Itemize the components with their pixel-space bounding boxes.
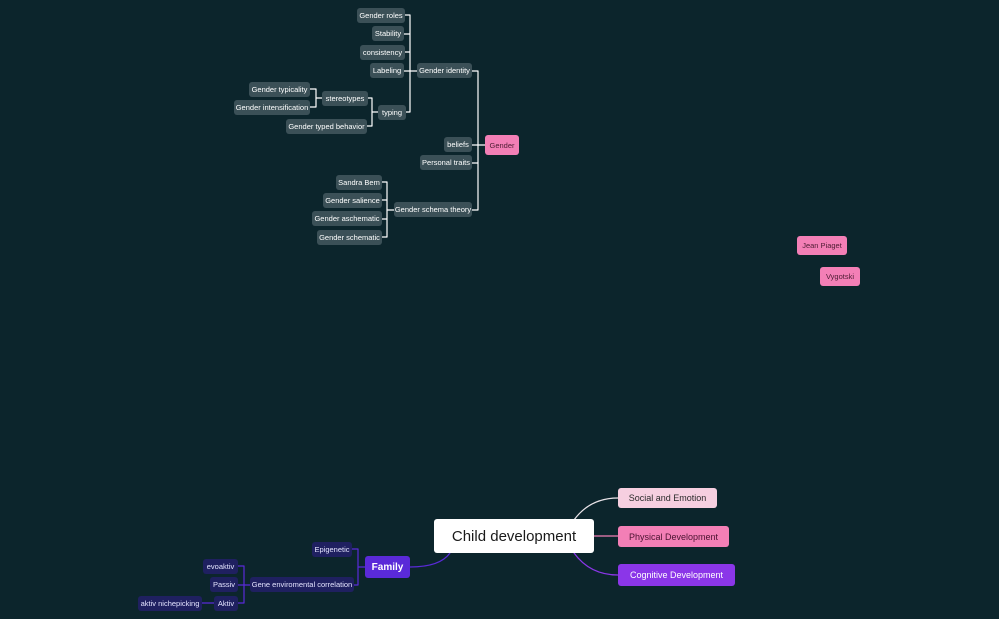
node-social-and-emotion[interactable]: Social and Emotion	[618, 488, 717, 508]
node-labeling[interactable]: Labeling	[370, 63, 404, 78]
node-gender-schematic[interactable]: Gender schematic	[317, 230, 382, 245]
node-gender-typed-behavior[interactable]: Gender typed behavior	[286, 119, 367, 134]
node-aktiv-nichepicking[interactable]: aktiv nichepicking	[138, 596, 202, 611]
node-typing[interactable]: typing	[378, 105, 406, 120]
node-aktiv[interactable]: Aktiv	[214, 596, 238, 611]
node-stereotypes[interactable]: stereotypes	[322, 91, 368, 106]
link-root-social	[573, 497, 619, 521]
node-gender-roles[interactable]: Gender roles	[357, 8, 405, 23]
node-physical-development[interactable]: Physical Development	[618, 526, 729, 547]
link-stereotypes-children	[309, 88, 323, 108]
node-jean-piaget[interactable]: Jean Piaget	[797, 236, 847, 255]
link-geneenv-children	[237, 565, 251, 604]
node-beliefs[interactable]: beliefs	[444, 137, 472, 152]
node-epigenetic[interactable]: Epigenetic	[312, 542, 352, 557]
node-child-development-root[interactable]: Child development	[434, 519, 594, 553]
node-family[interactable]: Family	[365, 556, 410, 578]
node-stability[interactable]: Stability	[372, 26, 404, 41]
node-sandra-bem[interactable]: Sandra Bem	[336, 175, 382, 190]
node-cognitive-development[interactable]: Cognitive Development	[618, 564, 735, 586]
node-gender-schema-theory[interactable]: Gender schema theory	[394, 202, 472, 217]
node-consistency[interactable]: consistency	[360, 45, 405, 60]
node-evoaktiv[interactable]: evoaktiv	[203, 559, 238, 574]
node-personal-traits[interactable]: Personal traits	[420, 155, 472, 170]
link-typing-children	[366, 97, 379, 127]
link-root-family	[409, 552, 451, 568]
node-vygotski[interactable]: Vygotski	[820, 267, 860, 286]
node-gender-identity[interactable]: Gender identity	[417, 63, 472, 78]
node-gender-salience[interactable]: Gender salience	[323, 193, 382, 208]
link-schema-children	[381, 181, 395, 238]
node-gene-enviromental-correlation[interactable]: Gene enviromental correlation	[250, 577, 354, 592]
node-gender-aschematic[interactable]: Gender aschematic	[312, 211, 382, 226]
node-gender-typicality[interactable]: Gender typicality	[249, 82, 310, 97]
link-gender-identity-children	[403, 14, 418, 113]
link-root-cognitive	[573, 552, 619, 576]
node-passiv[interactable]: Passiv	[210, 577, 238, 592]
node-gender[interactable]: Gender	[485, 135, 519, 155]
link-gender-children	[471, 70, 486, 211]
node-gender-intensification[interactable]: Gender intensification	[234, 100, 310, 115]
